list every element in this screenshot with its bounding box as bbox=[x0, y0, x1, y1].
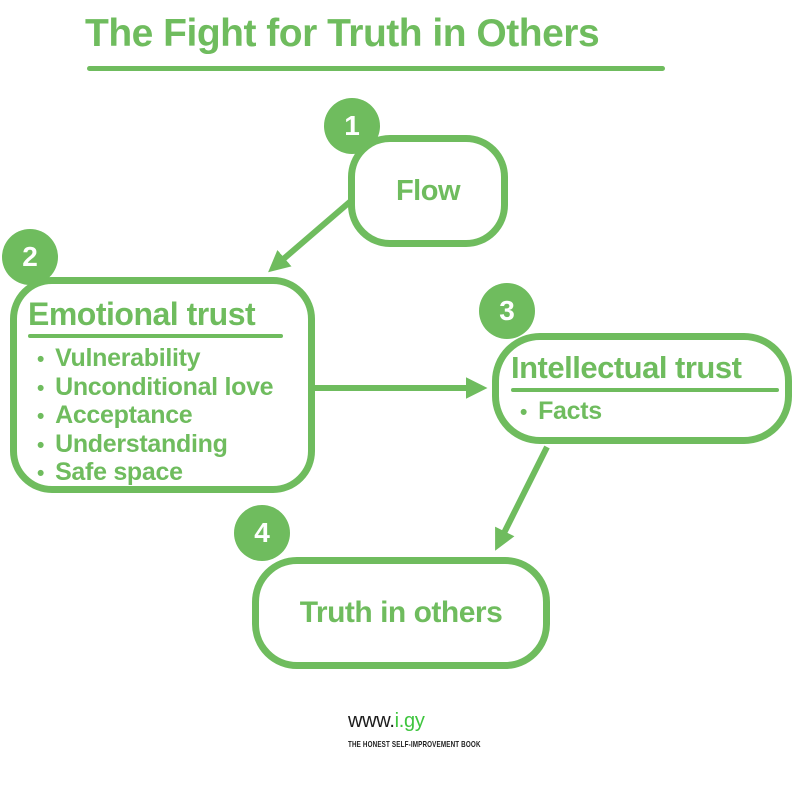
bullet-text: Understanding bbox=[55, 429, 228, 458]
bullet-text: Unconditional love bbox=[55, 372, 274, 401]
node-intellectual-trust: Intellectual trust • Facts bbox=[492, 333, 792, 444]
node-intellectual-trust-title: Intellectual trust bbox=[511, 350, 742, 385]
step-badge-3: 3 bbox=[479, 283, 535, 339]
node-flow-label: Flow bbox=[395, 174, 461, 207]
step-number-1: 1 bbox=[344, 110, 360, 141]
bullet-text: Acceptance bbox=[55, 401, 193, 429]
arrow-flow-to-emotional bbox=[268, 197, 354, 273]
node-emotional-trust-title: Emotional trust bbox=[28, 296, 256, 332]
bullet-dot: • bbox=[37, 462, 45, 485]
footer-url-prefix: www. bbox=[348, 710, 395, 732]
footer-tagline: THE HONEST SELF-IMPROVEMENT BOOK bbox=[348, 739, 481, 749]
title-underline bbox=[87, 66, 665, 71]
node-intellectual-trust-underline bbox=[511, 388, 779, 392]
bullet-dot: • bbox=[37, 348, 45, 371]
node-truth-in-others-label: Truth in others bbox=[299, 596, 503, 629]
bullet-item: • Safe space bbox=[37, 458, 300, 488]
arrow-intellectual-to-truth bbox=[495, 445, 550, 551]
bullet-text: Facts bbox=[538, 397, 602, 425]
bullet-dot: • bbox=[520, 401, 528, 424]
bullet-dot: • bbox=[37, 405, 45, 428]
node-emotional-trust: Emotional trust • Vulnerability • Uncond… bbox=[10, 277, 315, 493]
emotional-trust-bullet-list: • Vulnerability • Unconditional love • A… bbox=[28, 344, 300, 488]
bullet-item: • Vulnerability bbox=[37, 344, 300, 374]
footer-url: www.i.gy bbox=[348, 710, 527, 733]
footer-url-brand: i.gy bbox=[394, 710, 425, 732]
bullet-item: • Understanding bbox=[37, 429, 300, 460]
step-badge-2: 2 bbox=[2, 229, 58, 285]
bullet-text: Safe space bbox=[55, 458, 183, 486]
step-number-2: 2 bbox=[22, 241, 38, 272]
bullet-text: Vulnerability bbox=[55, 344, 201, 372]
intellectual-trust-bullet-list: • Facts bbox=[511, 397, 785, 427]
bullet-dot: • bbox=[37, 376, 45, 400]
footer-brand: www.i.gy THE HONEST SELF-IMPROVEMENT BOO… bbox=[348, 710, 527, 749]
node-flow: Flow bbox=[348, 135, 508, 247]
bullet-item: • Unconditional love bbox=[37, 372, 300, 403]
step-badge-1: 1 bbox=[324, 98, 380, 154]
step-number-4: 4 bbox=[254, 517, 270, 548]
bullet-item: • Facts bbox=[520, 397, 785, 427]
step-number-3: 3 bbox=[499, 295, 515, 326]
node-emotional-trust-underline bbox=[28, 334, 283, 338]
page-title: The Fight for Truth in Others bbox=[85, 12, 600, 55]
node-truth-in-others: Truth in others bbox=[252, 557, 550, 669]
bullet-dot: • bbox=[37, 433, 45, 457]
step-badge-4: 4 bbox=[234, 505, 290, 561]
bullet-item: • Acceptance bbox=[37, 401, 300, 431]
